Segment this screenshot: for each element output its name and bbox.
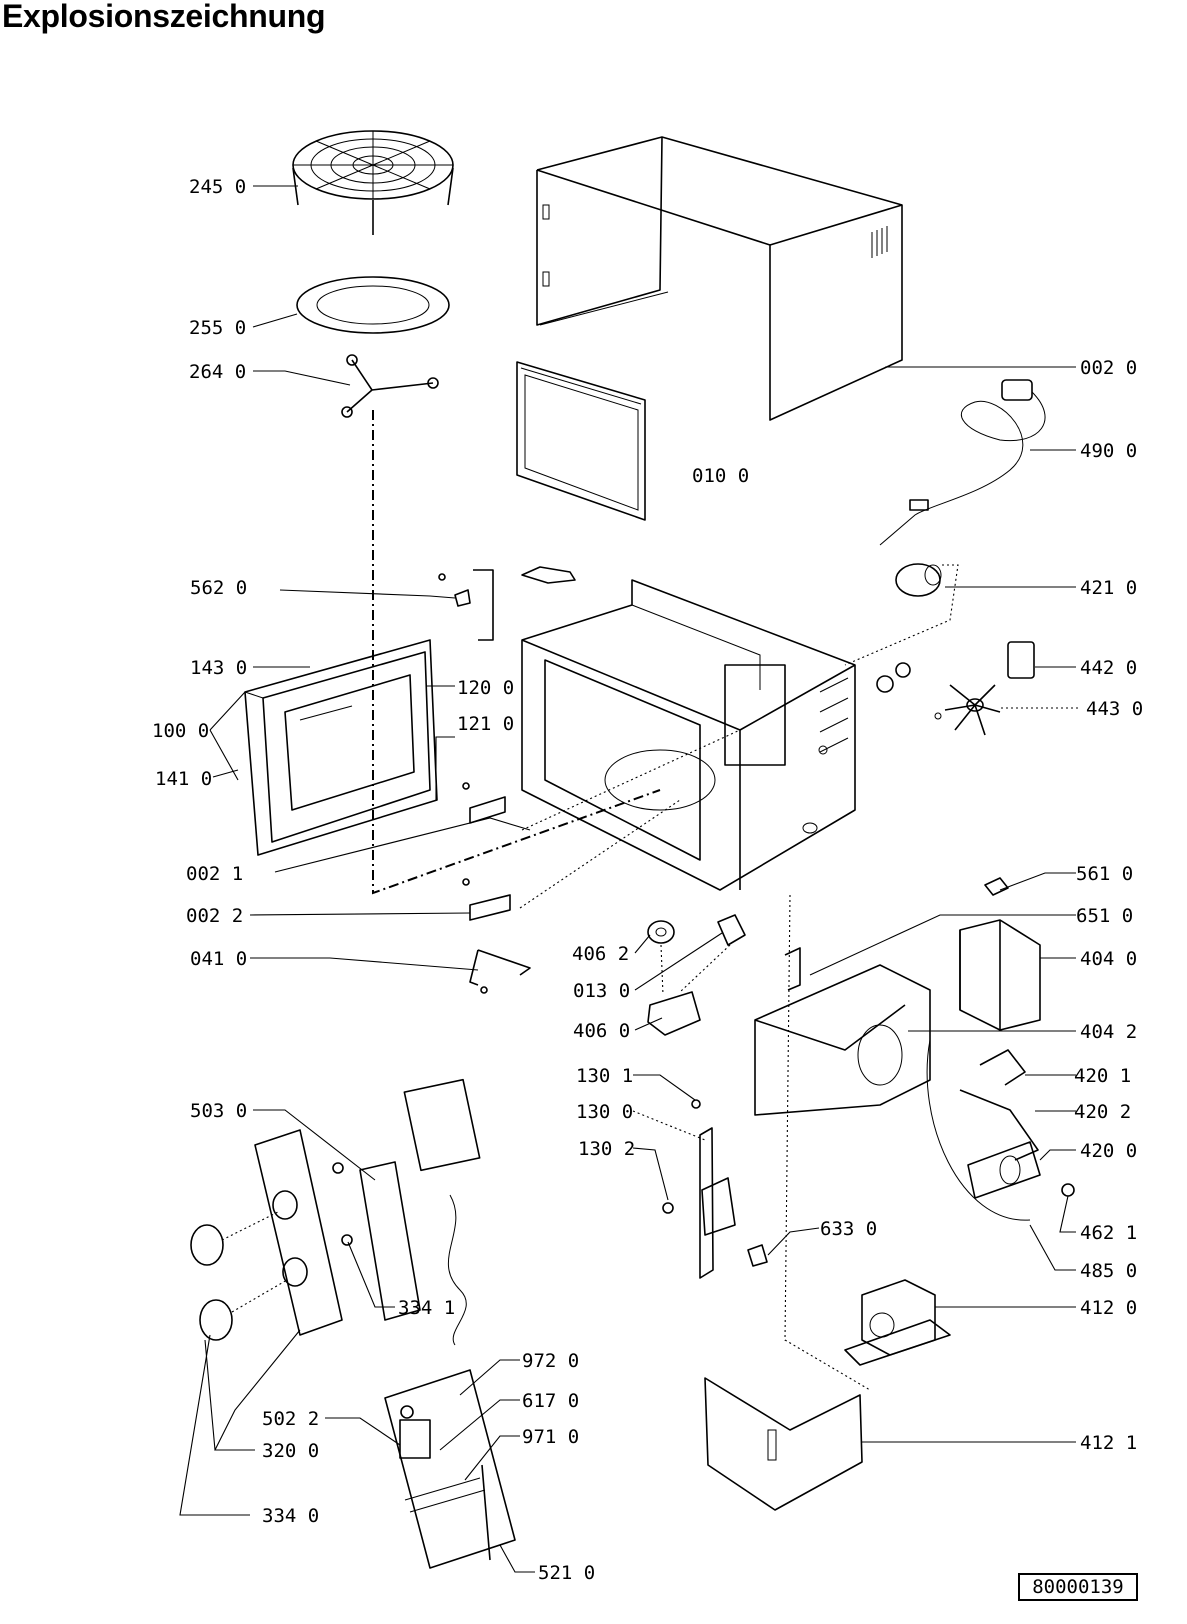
power-cord-drawing — [879, 379, 1046, 546]
label-462-1: 462 1 — [1080, 1222, 1137, 1244]
label-010-0: 010 0 — [692, 465, 749, 487]
label-490-0: 490 0 — [1080, 440, 1137, 462]
label-041-0: 041 0 — [190, 948, 247, 970]
grill-rack-drawing — [292, 130, 454, 235]
label-420-1: 420 1 — [1074, 1065, 1131, 1087]
label-503-0: 503 0 — [190, 1100, 247, 1122]
circuit-board-drawing — [384, 1369, 516, 1569]
label-002-1: 002 1 — [186, 863, 243, 885]
label-971-0: 971 0 — [522, 1426, 579, 1448]
label-141-0: 141 0 — [155, 768, 212, 790]
label-617-0: 617 0 — [522, 1390, 579, 1412]
label-420-2: 420 2 — [1074, 1101, 1131, 1123]
label-562-0: 562 0 — [190, 577, 247, 599]
label-264-0: 264 0 — [189, 361, 246, 383]
interlock-switch-drawing — [662, 1099, 768, 1279]
label-561-0: 561 0 — [1076, 863, 1133, 885]
turntable-plate-drawing — [296, 276, 450, 334]
label-442-0: 442 0 — [1080, 657, 1137, 679]
label-334-1: 334 1 — [398, 1297, 455, 1319]
fan-motor-drawing — [844, 563, 959, 666]
document-number-box: 80000139 — [1018, 1573, 1138, 1601]
roller-support-drawing — [341, 354, 439, 418]
label-320-0: 320 0 — [262, 1440, 319, 1462]
label-130-0: 130 0 — [576, 1101, 633, 1123]
label-651-0: 651 0 — [1076, 905, 1133, 927]
cover-panel-drawing — [516, 361, 646, 521]
label-130-2: 130 2 — [578, 1138, 635, 1160]
door-assembly-drawing — [244, 639, 438, 856]
label-485-0: 485 0 — [1080, 1260, 1137, 1282]
label-120-0: 120 0 — [457, 677, 514, 699]
hinge-brackets-drawing — [462, 782, 531, 994]
label-406-0: 406 0 — [573, 1020, 630, 1042]
label-121-0: 121 0 — [457, 713, 514, 735]
leader-lines — [179, 185, 1078, 1573]
label-334-0: 334 0 — [262, 1505, 319, 1527]
label-412-1: 412 1 — [1080, 1432, 1137, 1454]
outer-cabinet-drawing — [536, 136, 903, 421]
label-130-1: 130 1 — [576, 1065, 633, 1087]
magnetron-assembly-drawing — [754, 877, 1041, 1391]
label-013-0: 013 0 — [573, 980, 630, 1002]
label-406-2: 406 2 — [572, 943, 629, 965]
label-002-2: 002 2 — [186, 905, 243, 927]
door-latch-brackets-drawing — [438, 566, 576, 641]
label-420-0: 420 0 — [1080, 1140, 1137, 1162]
label-412-0: 412 0 — [1080, 1297, 1137, 1319]
label-100-0: 100 0 — [152, 720, 209, 742]
label-404-0: 404 0 — [1080, 948, 1137, 970]
label-002-0: 002 0 — [1080, 357, 1137, 379]
control-panel-drawing — [190, 1078, 481, 1346]
label-443-0: 443 0 — [1086, 698, 1143, 720]
oven-cavity-drawing — [521, 579, 856, 891]
label-404-2: 404 2 — [1080, 1021, 1137, 1043]
label-255-0: 255 0 — [189, 317, 246, 339]
label-972-0: 972 0 — [522, 1350, 579, 1372]
label-143-0: 143 0 — [190, 657, 247, 679]
label-421-0: 421 0 — [1080, 577, 1137, 599]
capacitor-assembly-drawing — [926, 1039, 1075, 1221]
label-521-0: 521 0 — [538, 1562, 595, 1584]
turntable-axis-line — [372, 410, 661, 895]
label-633-0: 633 0 — [820, 1218, 877, 1240]
page-title: Explosionszeichnung — [2, 0, 326, 34]
fan-and-thermostat-drawing — [876, 641, 1035, 736]
part-labels: 245 0 255 0 264 0 002 0 010 0 490 0 562 … — [152, 176, 1143, 1584]
transformer-and-cover-drawing — [704, 1279, 951, 1511]
label-245-0: 245 0 — [189, 176, 246, 198]
label-502-2: 502 2 — [262, 1408, 319, 1430]
turntable-motor-drawing — [647, 914, 746, 1036]
